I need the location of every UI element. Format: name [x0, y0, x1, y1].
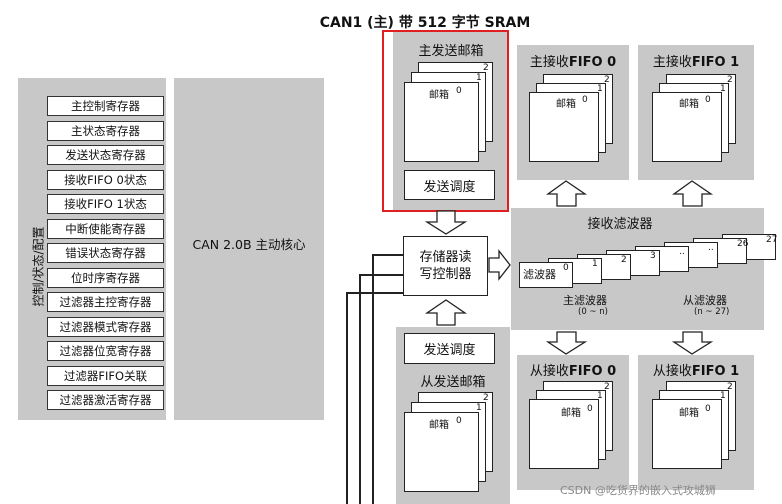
master-rx1-num-1: 1: [720, 84, 726, 94]
master-tx-mailbox-0: [404, 82, 479, 162]
memory-controller-label: 存储器读写控制器: [419, 250, 472, 282]
slave-tx-title: 从发送邮箱: [420, 375, 486, 390]
master-rx1-num-2: 2: [727, 75, 733, 85]
arrow-tx-to-mem: [424, 210, 468, 235]
diagram-title: CAN1 (主) 带 512 字节 SRAM: [319, 15, 531, 31]
register-1: 主状态寄存器: [47, 120, 164, 141]
filter-card-num-7: 27: [766, 235, 778, 245]
filter-card-num-2: 2: [621, 255, 627, 265]
master-rx0-mailbox-label: 邮箱: [556, 99, 576, 110]
watermark: CSDN @吃货界的嵌入式攻城狮: [560, 484, 716, 497]
master-rx-fifo1-title: 主接收FIFO 1: [652, 55, 740, 70]
filter-card-0: [519, 262, 573, 288]
receive-filter-title: 接收滤波器: [587, 217, 653, 232]
arrow-filter-to-slave-rx0: [545, 331, 588, 355]
can-core-panel: [174, 78, 324, 420]
register-2: 发送状态寄存器: [47, 145, 164, 165]
slave-tx-num-0: 0: [456, 416, 462, 426]
slave-rx0-mailbox-0: [529, 399, 599, 469]
slave-filter-range: (n ~ 27): [694, 307, 730, 317]
bus-line-2: [359, 275, 361, 504]
slave-tx-mailbox-0: [404, 412, 479, 492]
master-rx0-num-2: 2: [604, 75, 610, 85]
filter-card-num-6: 26: [737, 239, 749, 249]
register-0: 主控制寄存器: [47, 96, 164, 116]
register-9: 过滤器模式寄存器: [47, 316, 164, 337]
slave-rx1-mailbox-label: 邮箱: [679, 408, 699, 419]
slave-rx1-num-1: 1: [720, 391, 726, 401]
memory-controller: 存储器读写控制器: [403, 236, 488, 296]
filter-card-num-3: 3: [650, 251, 656, 261]
master-tx-scheduler: 发送调度: [404, 170, 495, 200]
master-rx0-num-0: 0: [582, 95, 588, 105]
master-tx-title: 主发送邮箱: [418, 44, 484, 59]
master-rx-fifo0-title: 主接收FIFO 0: [529, 55, 617, 70]
slave-tx-num-1: 1: [476, 403, 482, 413]
bus-line-3: [372, 255, 374, 504]
register-6: 错误状态寄存器: [47, 243, 164, 263]
arrow-filter-to-slave-rx1: [671, 331, 714, 355]
register-12: 过滤器激活寄存器: [47, 390, 164, 410]
register-3: 接收FIFO 0状态: [47, 169, 164, 190]
slave-tx-mailbox-label: 邮箱: [429, 420, 449, 431]
register-5: 中断使能寄存器: [47, 218, 164, 239]
master-rx1-num-0: 0: [705, 95, 711, 105]
arrow-filter-to-rx1: [671, 180, 714, 207]
register-10: 过滤器位宽寄存器: [47, 341, 164, 361]
slave-rx1-mailbox-0: [652, 399, 722, 469]
can-core-label: CAN 2.0B 主动核心: [192, 237, 306, 252]
master-filter-label: 主滤波器: [563, 294, 607, 307]
slave-tx-scheduler: 发送调度: [404, 333, 495, 364]
register-7: 位时序寄存器: [47, 267, 164, 288]
master-tx-num-2: 2: [483, 63, 489, 73]
master-rx0-num-1: 1: [597, 84, 603, 94]
slave-rx0-num-1: 1: [597, 391, 603, 401]
master-tx-num-0: 0: [456, 86, 462, 96]
master-tx-num-1: 1: [476, 73, 482, 83]
filter-card-num-0: 0: [563, 263, 569, 273]
arrow-filter-to-rx0: [545, 180, 588, 207]
master-rx1-mailbox-0: [652, 92, 722, 162]
filter-card-num-1: 1: [592, 259, 598, 269]
filter-card-num-5: ..: [708, 243, 714, 253]
master-rx0-mailbox-0: [529, 92, 599, 162]
slave-rx0-num-0: 0: [587, 404, 593, 414]
slave-rx-fifo0-title: 从接收FIFO 0: [529, 364, 617, 379]
slave-tx-num-2: 2: [483, 393, 489, 403]
slave-rx1-num-0: 0: [705, 404, 711, 414]
register-11: 过滤器FIFO关联: [47, 365, 164, 386]
master-filter-range: (0 ~ n): [578, 307, 608, 317]
arrow-mem-to-filter: [488, 249, 511, 281]
slave-rx0-num-2: 2: [604, 382, 610, 392]
master-rx1-mailbox-label: 邮箱: [679, 99, 699, 110]
register-4: 接收FIFO 1状态: [47, 194, 164, 214]
filter-card-num-4: ..: [679, 247, 685, 257]
filter-card-label: 滤波器: [523, 268, 556, 281]
slave-rx-fifo1-title: 从接收FIFO 1: [652, 364, 740, 379]
arrow-slave-tx-to-mem: [424, 299, 468, 326]
bus-line-1: [346, 293, 348, 504]
slave-filter-label: 从滤波器: [683, 294, 727, 307]
slave-rx0-mailbox-label: 邮箱: [561, 408, 581, 419]
master-tx-mailbox-label: 邮箱: [429, 90, 449, 101]
slave-rx1-num-2: 2: [727, 382, 733, 392]
register-8: 过滤器主控寄存器: [47, 292, 164, 312]
